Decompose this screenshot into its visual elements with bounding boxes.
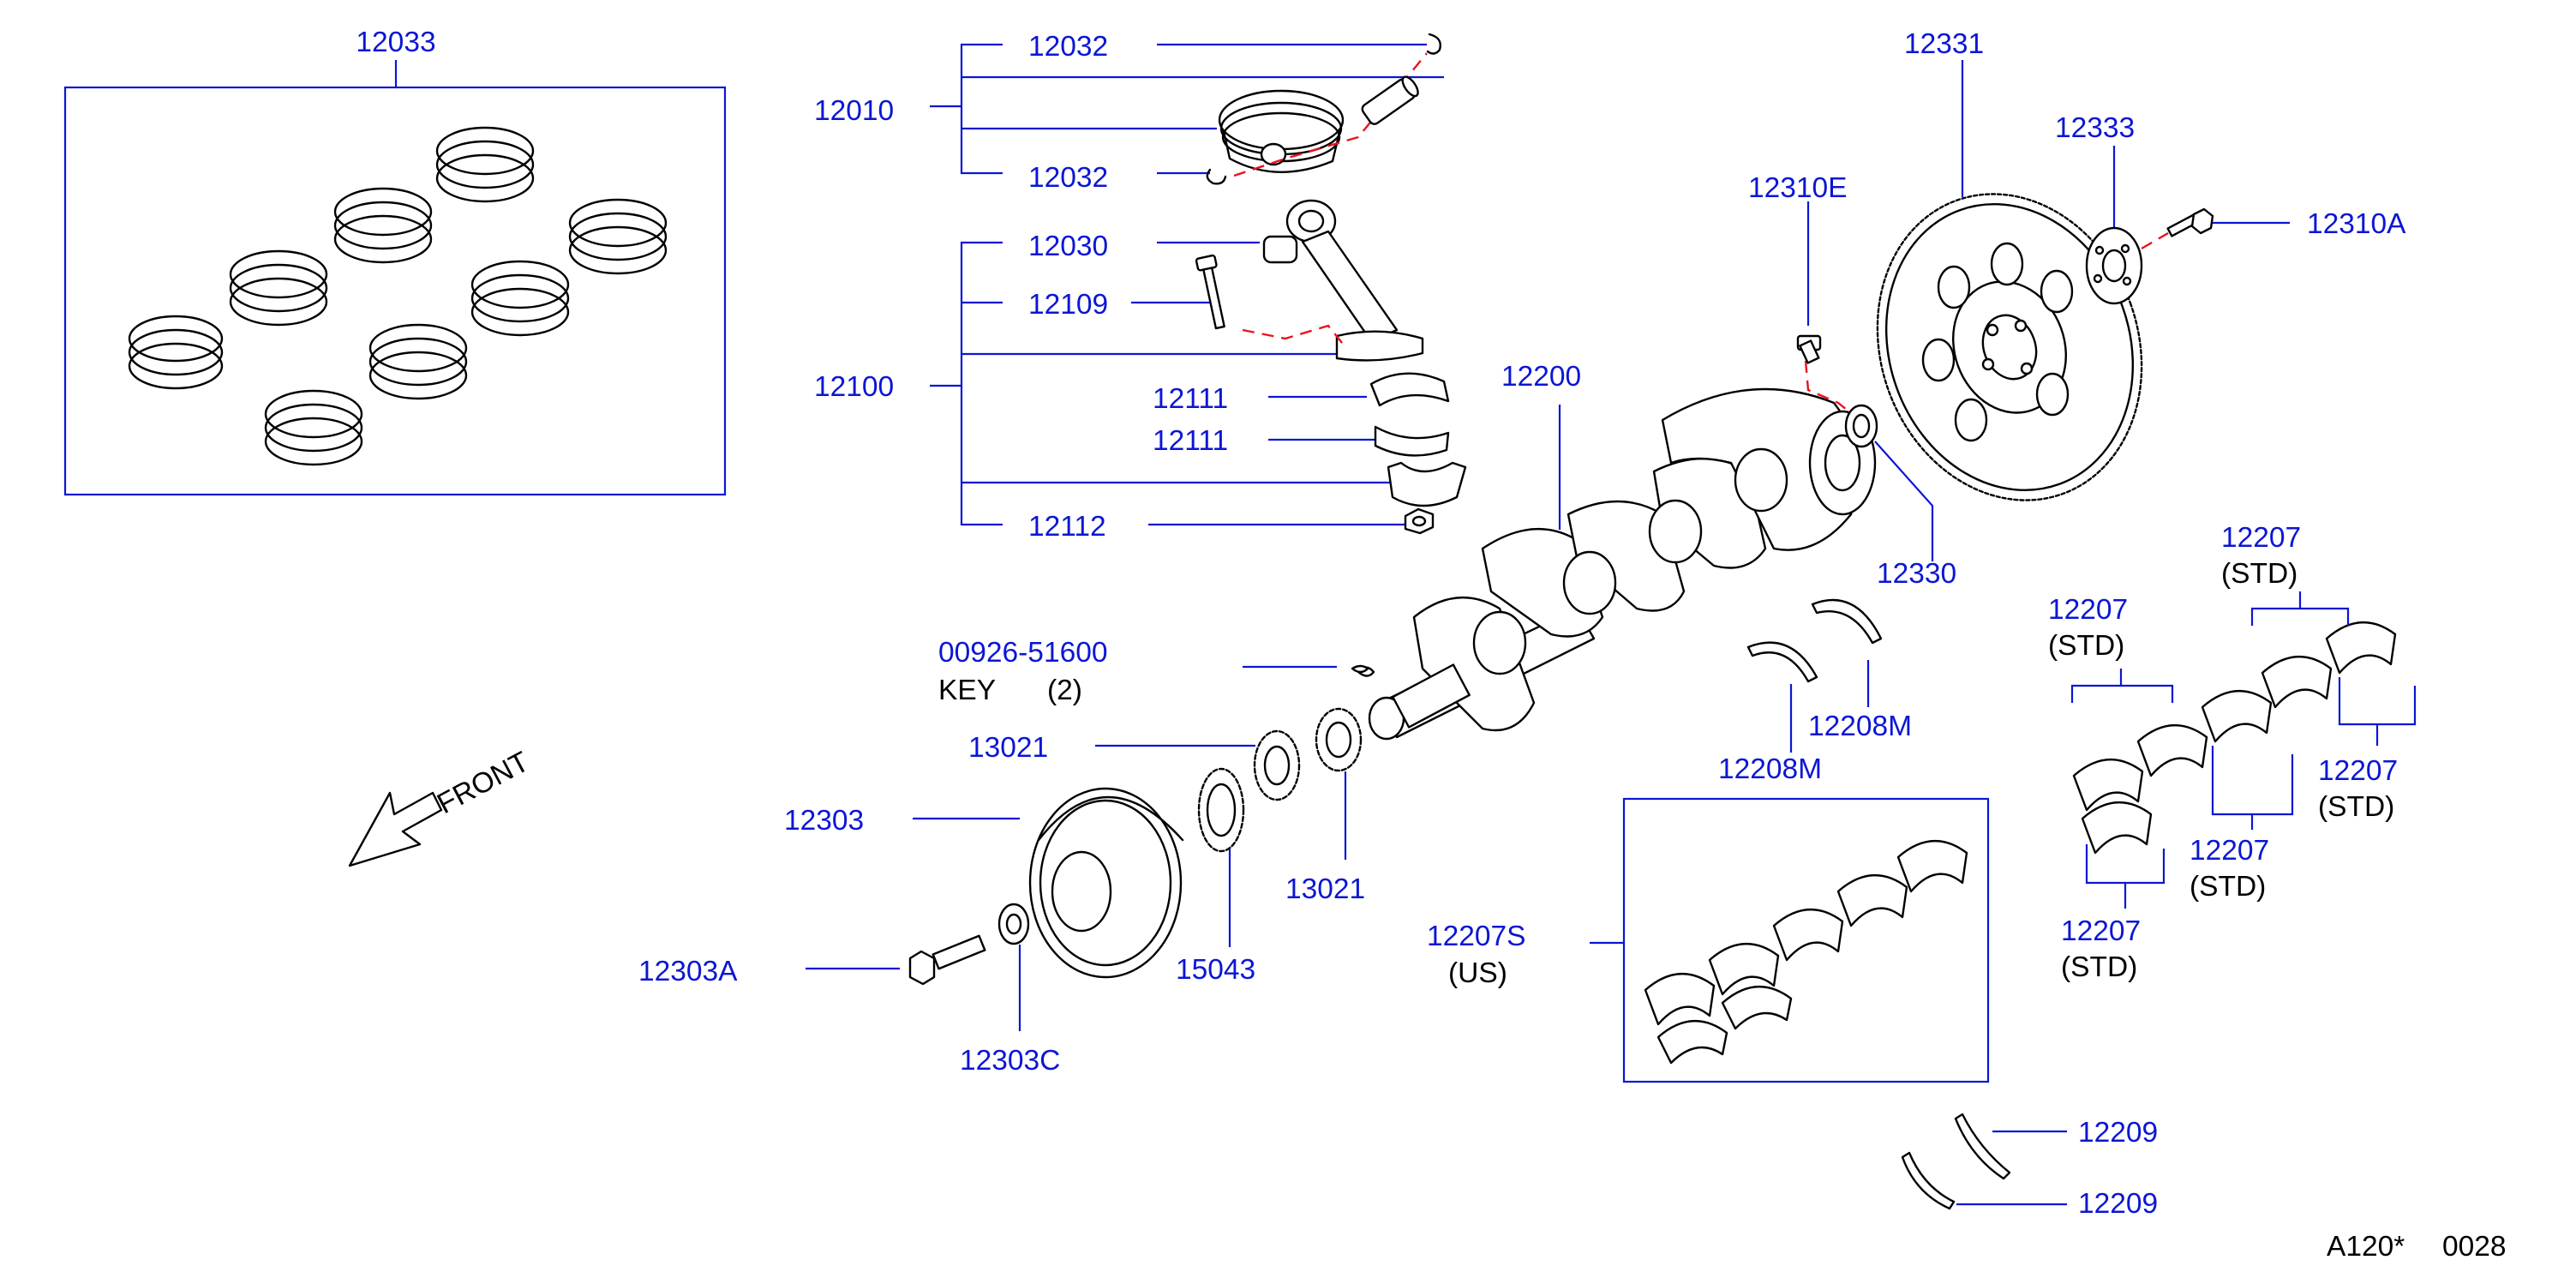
us-bearing-frame	[1622, 797, 1990, 1083]
label-12310E: 12310E	[1748, 172, 1848, 204]
reinforcement-plate-12333	[2085, 146, 2169, 305]
piston-assembly-leaders	[930, 43, 1444, 526]
label-std-b2: (STD)	[2221, 558, 2297, 590]
label-13021-a: 13021	[968, 732, 1048, 764]
label-12111-a: 12111	[1153, 383, 1228, 415]
thrust-washers-12209	[1901, 1113, 2067, 1210]
bolt-12310E	[1796, 201, 1822, 364]
label-12331: 12331	[1904, 28, 1984, 60]
key-00926-51600	[1243, 664, 1369, 674]
label-12207-b5: 12207	[2061, 915, 2141, 947]
label-12208M-a: 12208M	[1808, 711, 1912, 742]
crankshaft-12200	[1355, 340, 1877, 741]
conrod-bearings	[1369, 372, 1467, 535]
sprocket-13021-a	[1095, 729, 1301, 801]
piston-rings	[128, 126, 668, 466]
label-12330: 12330	[1877, 558, 1956, 590]
std-main-bearings	[2070, 591, 2417, 909]
label-12200: 12200	[1501, 361, 1581, 393]
label-12207-b3: 12207	[2318, 755, 2398, 787]
piston	[1206, 33, 1441, 185]
label-12111-b: 12111	[1153, 425, 1228, 457]
bolt-12310A	[2166, 207, 2290, 237]
nut-12112	[1404, 507, 1435, 535]
label-12033: 12033	[356, 27, 435, 58]
washer-12303C	[997, 903, 1030, 1031]
footer-code: A120*	[2327, 1231, 2405, 1263]
connecting-rod	[1195, 199, 1424, 362]
label-12209-a: 12209	[2078, 1117, 2158, 1149]
bolt-12303A	[806, 934, 986, 986]
label-12208M-b: 12208M	[1718, 753, 1822, 785]
label-12207-b1: 12207	[2048, 594, 2128, 626]
label-12333: 12333	[2055, 112, 2135, 144]
label-12303: 12303	[784, 805, 864, 837]
label-key-name: KEY	[938, 675, 996, 706]
label-std-b3: (STD)	[2318, 791, 2394, 823]
sprocket-15043	[1197, 767, 1245, 947]
label-12032-bottom: 12032	[1028, 162, 1108, 194]
ring-set-frame	[63, 86, 727, 496]
label-12010: 12010	[814, 95, 894, 127]
label-12207-b4: 12207	[2190, 835, 2269, 867]
us-bearing-shells	[1644, 840, 1968, 1065]
label-12303C: 12303C	[960, 1045, 1060, 1077]
crank-pulley-12303	[913, 787, 1184, 979]
label-12109: 12109	[1028, 289, 1108, 321]
thrust-washers-12208M	[1746, 598, 1883, 753]
label-std-b1: (STD)	[2048, 630, 2124, 662]
label-key-number: 00926-51600	[938, 637, 1107, 669]
label-12032-top: 12032	[1028, 31, 1108, 63]
label-12310A: 12310A	[2307, 208, 2406, 240]
label-12207-b2: 12207	[2221, 522, 2301, 554]
label-front: FRONT	[432, 746, 534, 820]
label-12100: 12100	[814, 371, 894, 403]
label-12112: 12112	[1028, 511, 1106, 543]
label-std-b5: (STD)	[2061, 951, 2137, 983]
pilot-bushing-12330	[1844, 404, 1934, 561]
label-12030: 12030	[1028, 231, 1108, 262]
label-key-qty: (2)	[1047, 675, 1082, 706]
front-direction-arrow	[348, 791, 443, 867]
label-15043: 15043	[1176, 954, 1255, 986]
flywheel-12331	[1876, 60, 2143, 501]
label-12209-b: 12209	[2078, 1188, 2158, 1220]
label-std-b4: (STD)	[2190, 871, 2266, 903]
label-us: (US)	[1448, 957, 1507, 989]
undersize-bearing-set-12207S	[1590, 797, 1990, 1083]
piston-ring-set-12033	[63, 60, 727, 496]
label-13021-b: 13021	[1285, 873, 1365, 905]
label-12303A: 12303A	[638, 956, 738, 987]
sprocket-13021-b	[1315, 707, 1363, 860]
footer-number: 0028	[2442, 1231, 2507, 1263]
label-12207S: 12207S	[1427, 921, 1526, 952]
